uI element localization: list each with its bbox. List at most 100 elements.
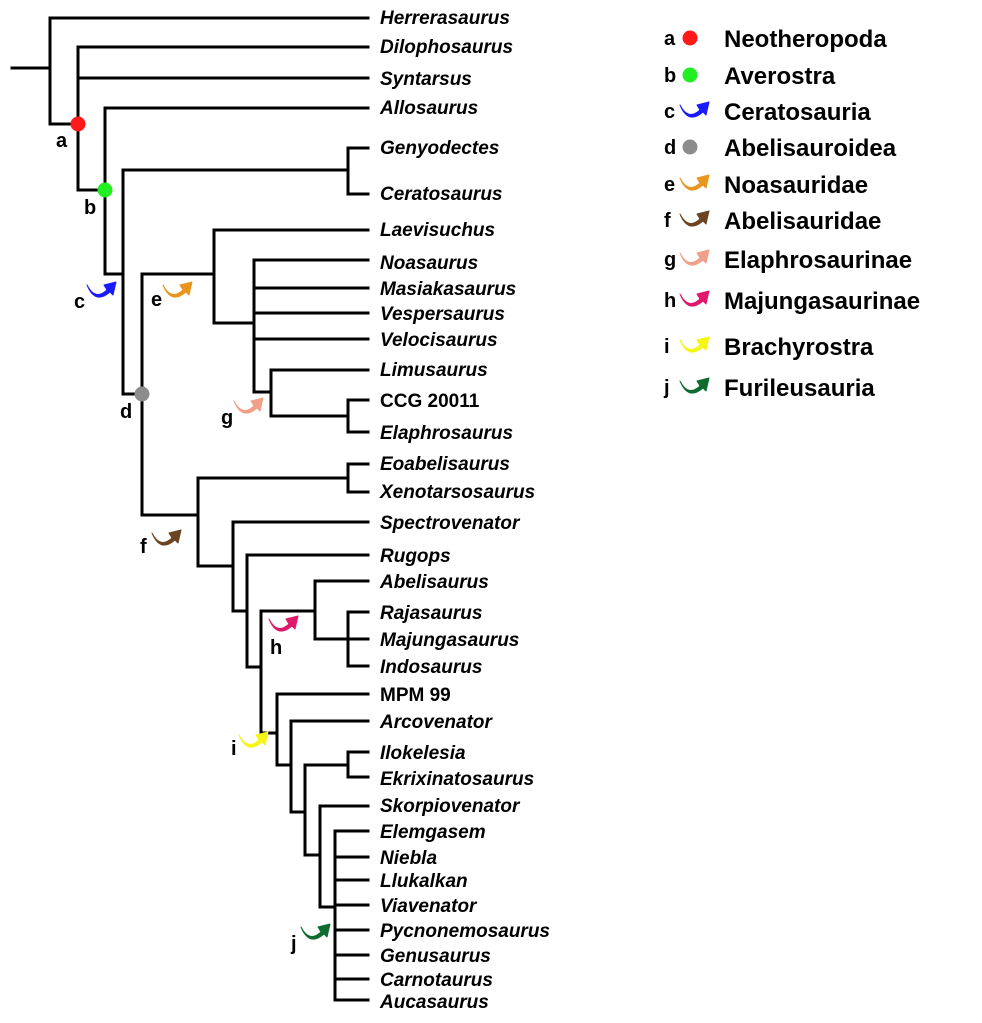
taxon-ceratosaurus: Ceratosaurus bbox=[380, 184, 503, 205]
node-c-arrow-icon bbox=[86, 281, 117, 298]
node-i-arrow-icon bbox=[238, 731, 269, 748]
legend-arrow-icon bbox=[679, 101, 710, 118]
node-j-arrow-icon bbox=[300, 923, 331, 940]
node-f: f bbox=[140, 529, 182, 558]
legend-name: Neotheropoda bbox=[724, 26, 887, 53]
taxon-genyodectes: Genyodectes bbox=[380, 138, 499, 159]
node-c: c bbox=[74, 281, 117, 313]
legend-name: Abelisauroidea bbox=[724, 135, 897, 162]
legend-arrow-icon bbox=[679, 336, 710, 353]
taxon-rajasaurus: Rajasaurus bbox=[380, 603, 482, 624]
legend-item-averostra: b Averostra bbox=[664, 63, 836, 90]
legend-letter: h bbox=[664, 290, 676, 312]
taxon-genusaurus: Genusaurus bbox=[380, 946, 491, 967]
taxon-pycnonemosaurus: Pycnonemosaurus bbox=[380, 921, 550, 942]
taxon-velocisaurus: Velocisaurus bbox=[380, 330, 498, 351]
taxon-xenotarsosaurus: Xenotarsosaurus bbox=[379, 482, 535, 503]
legend-letter: b bbox=[664, 65, 676, 87]
taxon-labels: HerrerasaurusDilophosaurusSyntarsusAllos… bbox=[379, 8, 550, 1013]
taxon-allosaurus: Allosaurus bbox=[379, 98, 478, 119]
node-g: g bbox=[221, 397, 264, 429]
taxon-masiakasaurus: Masiakasaurus bbox=[380, 279, 516, 300]
node-f-arrow-icon bbox=[151, 529, 182, 546]
legend-item-furileusauria: j Furileusauria bbox=[663, 375, 875, 402]
taxon-limusaurus: Limusaurus bbox=[380, 360, 488, 381]
taxon-elaphrosaurus: Elaphrosaurus bbox=[380, 423, 513, 444]
taxon-viavenator: Viavenator bbox=[380, 896, 478, 917]
taxon-eoabelisaurus: Eoabelisaurus bbox=[380, 454, 510, 475]
legend-letter: e bbox=[664, 174, 675, 196]
legend-arrow-icon bbox=[679, 290, 710, 307]
legend-item-abelisauridae: f Abelisauridae bbox=[664, 208, 881, 235]
node-i-label: i bbox=[231, 738, 237, 760]
taxon-niebla: Niebla bbox=[380, 848, 437, 869]
legend-letter: i bbox=[664, 336, 670, 358]
node-i: i bbox=[231, 731, 269, 760]
legend-name: Noasauridae bbox=[724, 172, 868, 199]
legend-dot-icon bbox=[682, 139, 698, 155]
legend-name: Averostra bbox=[724, 63, 836, 90]
legend-arrow-icon bbox=[679, 377, 710, 394]
taxon-carnotaurus: Carnotaurus bbox=[380, 970, 493, 991]
legend-name: Majungasaurinae bbox=[724, 288, 920, 315]
taxon-herrerasaurus: Herrerasaurus bbox=[380, 8, 510, 29]
node-markers: a b c d e f g h i j bbox=[56, 116, 331, 955]
taxon-indosaurus: Indosaurus bbox=[380, 657, 482, 678]
taxon-dilophosaurus: Dilophosaurus bbox=[380, 37, 513, 58]
legend-arrow-icon bbox=[679, 249, 710, 266]
node-b: b bbox=[84, 182, 113, 219]
taxon-skorpiovenator: Skorpiovenator bbox=[380, 796, 521, 817]
node-g-arrow-icon bbox=[233, 397, 264, 414]
node-e-label: e bbox=[151, 289, 162, 311]
legend-name: Elaphrosaurinae bbox=[724, 247, 912, 274]
legend-name: Ceratosauria bbox=[724, 99, 871, 126]
legend-dot-icon bbox=[682, 30, 698, 46]
node-h: h bbox=[268, 615, 299, 659]
legend-letter: f bbox=[664, 210, 671, 232]
node-j: j bbox=[290, 923, 331, 955]
legend-name: Abelisauridae bbox=[724, 208, 881, 235]
legend-arrow-icon bbox=[679, 174, 710, 191]
node-b-label: b bbox=[84, 197, 96, 219]
legend-letter: a bbox=[664, 28, 676, 50]
taxon-ilokelesia: Ilokelesia bbox=[380, 743, 466, 764]
legend-arrow-icon bbox=[679, 210, 710, 227]
legend-item-neotheropoda: a Neotheropoda bbox=[664, 26, 887, 53]
node-j-label: j bbox=[290, 933, 297, 955]
node-e: e bbox=[151, 281, 193, 311]
taxon-ekrixinatosaurus: Ekrixinatosaurus bbox=[380, 769, 534, 790]
tree-branches bbox=[10, 16, 370, 1002]
taxon-spectrovenator: Spectrovenator bbox=[380, 513, 521, 534]
taxon-majungasaurus: Majungasaurus bbox=[380, 630, 519, 651]
taxon-llukalkan: Llukalkan bbox=[380, 871, 468, 892]
node-g-label: g bbox=[221, 407, 233, 429]
legend-item-abelisauroidea: d Abelisauroidea bbox=[664, 135, 897, 162]
node-h-label: h bbox=[270, 637, 282, 659]
legend-letter: j bbox=[663, 377, 670, 399]
taxon-mpm-99: MPM 99 bbox=[380, 685, 451, 706]
node-a-label: a bbox=[56, 130, 68, 152]
node-d-label: d bbox=[120, 401, 132, 423]
node-c-label: c bbox=[74, 291, 85, 313]
taxon-ccg-20011: CCG 20011 bbox=[380, 391, 480, 412]
node-a: a bbox=[56, 116, 86, 152]
taxon-aucasaurus: Aucasaurus bbox=[379, 992, 489, 1013]
taxon-elemgasem: Elemgasem bbox=[380, 822, 486, 843]
legend-letter: d bbox=[664, 137, 676, 159]
taxon-vespersaurus: Vespersaurus bbox=[380, 304, 505, 325]
legend-letter: c bbox=[664, 101, 675, 123]
taxon-rugops: Rugops bbox=[380, 546, 451, 567]
taxon-abelisaurus: Abelisaurus bbox=[379, 572, 489, 593]
legend-name: Brachyrostra bbox=[724, 334, 874, 361]
legend-item-ceratosauria: c Ceratosauria bbox=[664, 99, 871, 126]
legend-name: Furileusauria bbox=[724, 375, 875, 402]
legend-item-brachyrostra: i Brachyrostra bbox=[664, 334, 874, 361]
node-e-arrow-icon bbox=[162, 281, 193, 298]
legend-dot-icon bbox=[682, 67, 698, 83]
legend-item-noasauridae: e Noasauridae bbox=[664, 172, 868, 199]
node-f-label: f bbox=[140, 536, 147, 558]
